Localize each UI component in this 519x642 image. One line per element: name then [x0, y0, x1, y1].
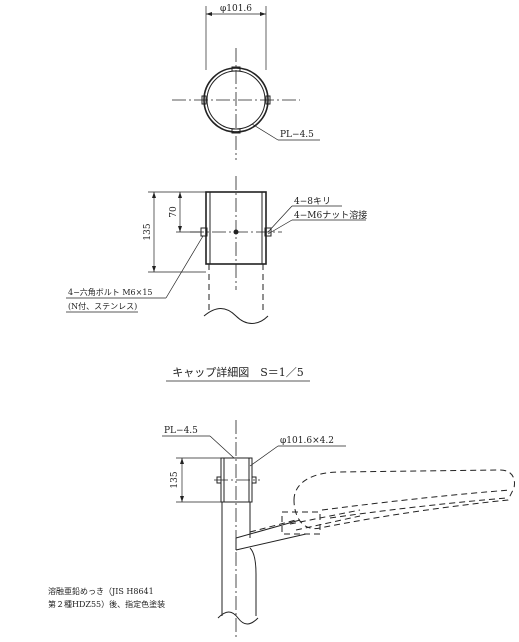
detail-title-group: キャップ詳細図 S＝1／5 [166, 365, 310, 382]
assembly-height: 135 [170, 471, 180, 488]
top-diameter-label: φ101.6 [220, 4, 252, 14]
detail-title: キャップ詳細図 S＝1／5 [172, 365, 304, 379]
note-line-2: 第２種HDZ55）後、指定色塗装 [48, 599, 165, 609]
cap-outer-circle [203, 67, 269, 133]
side-height-half: 70 [169, 206, 179, 218]
top-view: φ101.6 PL−4.5 [172, 4, 320, 160]
assembly-view: 135 PL−4.5 φ101.6×4.2 [162, 420, 515, 640]
bolt-label-1: 4−六角ボルト M6×15 [68, 287, 153, 297]
top-plate-label: PL−4.5 [280, 130, 314, 140]
bolt-label-2: (N付、ステンレス) [68, 301, 137, 311]
drill-label: 4−8キリ [294, 197, 331, 207]
assembly-plate-label: PL−4.5 [164, 426, 198, 436]
note-line-1: 溶融亜鉛めっき（JIS H8641 [48, 586, 154, 596]
side-height-total: 135 [143, 223, 153, 240]
assembly-pipe-label: φ101.6×4.2 [280, 436, 334, 446]
finish-note: 溶融亜鉛めっき（JIS H8641 第２種HDZ55）後、指定色塗装 [48, 586, 165, 609]
nut-label: 4−M6ナット溶接 [294, 209, 367, 221]
side-view: 135 70 4−8キリ 4−M6ナット溶接 4−六角ボルト M6×15 (N付… [66, 176, 367, 324]
